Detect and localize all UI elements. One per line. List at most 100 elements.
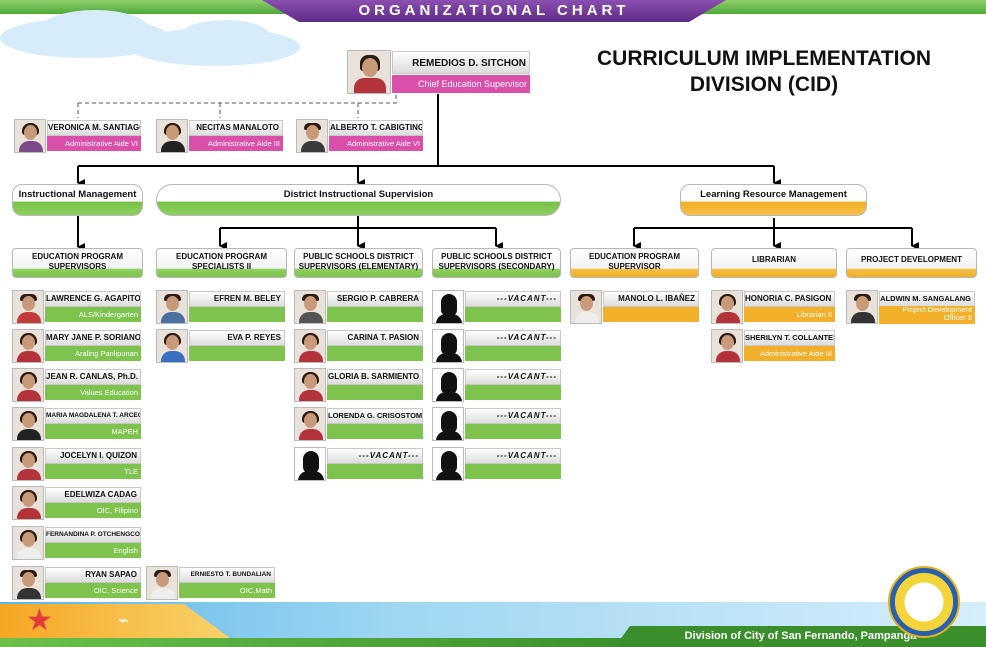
aide-card: ALBERTO T. CABIGTING Administrative Aide… xyxy=(296,119,423,153)
person-role xyxy=(327,464,423,479)
person-role xyxy=(327,346,423,361)
person-role xyxy=(465,385,561,400)
psds-elem-card: ---VACANT--- xyxy=(294,447,423,481)
person-name: MARY JANE P. SORIANO xyxy=(45,330,141,346)
person-role: Project Development Officer II xyxy=(879,306,975,324)
person-role: TLE xyxy=(45,464,141,479)
person-name: ALBERTO T. CABIGTING xyxy=(329,120,423,136)
person-name: ---VACANT--- xyxy=(465,330,561,346)
person-photo xyxy=(711,329,743,363)
person-name: ERNIESTO T. BUNDALIAN xyxy=(179,567,275,583)
person-name: LAWRENCE G. AGAPITO xyxy=(45,291,141,307)
person-role xyxy=(327,385,423,400)
eps-card: MARY JANE P. SORIANO Araling Panlipunan xyxy=(12,329,141,363)
vacant-silhouette xyxy=(294,447,326,481)
person-name: HONORIA C. PASIGON xyxy=(744,291,835,307)
librarian-card: HONORIA C. PASIGON Librarian II xyxy=(711,290,835,324)
person-role: OIC, Science xyxy=(45,583,141,598)
person-photo xyxy=(296,119,328,153)
vacant-silhouette xyxy=(432,329,464,363)
eps-card: FERNANDINA P. OTCHENGCO English xyxy=(12,526,141,560)
person-photo xyxy=(711,290,743,324)
division-seal-logo xyxy=(888,566,960,638)
person-role xyxy=(465,346,561,361)
person-role: Araling Panlipunan xyxy=(45,346,141,361)
psds-elem-card: SERGIO P. CABRERA xyxy=(294,290,423,324)
person-photo xyxy=(156,329,188,363)
subheader-eps: EDUCATION PROGRAM SUPERVISORS xyxy=(12,248,143,278)
person-role: Administrative Aide III xyxy=(189,136,283,151)
bottom-green-band xyxy=(0,638,640,647)
person-role xyxy=(327,424,423,439)
person-photo xyxy=(156,290,188,324)
person-photo xyxy=(570,290,602,324)
psds-sec-card: ---VACANT--- xyxy=(432,447,561,481)
subheader-psds-elementary: PUBLIC SCHOOLS DISTRICT SUPERVISORS (ELE… xyxy=(294,248,423,278)
person-role: MAPEH xyxy=(45,424,141,439)
person-role: ALS/Kindergarten xyxy=(45,307,141,322)
bottom-orange-band xyxy=(0,604,230,638)
person-role: English xyxy=(45,543,141,558)
title-line-2: DIVISION (CID) xyxy=(689,73,839,96)
person-name: RYAN SAPAO xyxy=(45,567,141,583)
person-photo xyxy=(14,119,46,153)
title-line-1: CURRICULUM IMPLEMENTATION xyxy=(596,47,932,70)
person-name: MANOLO L. IBAÑEZ xyxy=(603,291,699,307)
person-name: VERONICA M. SANTIAGO xyxy=(47,120,141,136)
person-role: Administrative Aide VI xyxy=(329,136,423,151)
person-role: OIC,Math xyxy=(179,583,275,598)
role-line-2: Officer II xyxy=(943,313,972,322)
vacant-silhouette xyxy=(432,290,464,324)
person-photo xyxy=(12,486,44,520)
person-name: EDELWIZA CADAG xyxy=(45,487,141,503)
person-name: JOCELYN I. QUIZON xyxy=(45,448,141,464)
psds-elem-card: CARINA T. PASION xyxy=(294,329,423,363)
subheader-eps-lr: EDUCATION PROGRAM SUPERVISOR xyxy=(570,248,699,278)
aide-card: NECITAS MANALOTO Administrative Aide III xyxy=(156,119,283,153)
eps-card: JOCELYN I. QUIZON TLE xyxy=(12,447,141,481)
chief-photo xyxy=(347,50,391,94)
eps-card: LAWRENCE G. AGAPITO ALS/Kindergarten xyxy=(12,290,141,324)
specialist-card: EFREN M. BELEY xyxy=(156,290,285,324)
person-photo xyxy=(156,119,188,153)
person-photo xyxy=(12,329,44,363)
eps-card-math: ERNIESTO T. BUNDALIAN OIC,Math xyxy=(146,566,275,600)
person-role xyxy=(465,424,561,439)
person-role xyxy=(327,307,423,322)
person-name: ---VACANT--- xyxy=(465,369,561,385)
person-role xyxy=(189,307,285,322)
person-name: GLORIA B. SARMIENTO xyxy=(327,369,423,385)
aide-card: VERONICA M. SANTIAGO Administrative Aide… xyxy=(14,119,141,153)
psds-sec-card: ---VACANT--- xyxy=(432,290,561,324)
person-photo xyxy=(294,368,326,402)
person-name: EFREN M. BELEY xyxy=(189,291,285,307)
chief-role: Chief Education Supervisor xyxy=(392,75,530,93)
person-name: MARIA MAGDALENA T. ARCEO xyxy=(45,408,141,424)
person-name: ---VACANT--- xyxy=(465,408,561,424)
psds-elem-card: LORENDA G. CRISOSTOMO xyxy=(294,407,423,441)
person-role xyxy=(189,346,285,361)
person-name: JEAN R. CANLAS, Ph.D. xyxy=(45,369,141,385)
section-district-supervision: District Instructional Supervision xyxy=(156,184,561,216)
person-name: ALDWIN M. SANGALANG xyxy=(879,291,975,307)
subheader-project: PROJECT DEVELOPMENT xyxy=(846,248,977,278)
division-title: CURRICULUM IMPLEMENTATION DIVISION (CID) xyxy=(576,46,952,98)
person-name: ---VACANT--- xyxy=(465,291,561,307)
person-photo xyxy=(146,566,178,600)
lr-eps-card: MANOLO L. IBAÑEZ xyxy=(570,290,699,324)
person-role: Administrative Aide III xyxy=(744,346,835,361)
person-photo xyxy=(12,290,44,324)
footer-division: Division of City of San Fernando, Pampan… xyxy=(615,626,986,647)
person-role xyxy=(465,464,561,479)
vacant-silhouette xyxy=(432,447,464,481)
section-instructional-management: Instructional Management xyxy=(12,184,143,216)
person-photo xyxy=(12,368,44,402)
eps-card: EDELWIZA CADAG OIC, Filipino xyxy=(12,486,141,520)
project-card: ALDWIN M. SANGALANG Project Development … xyxy=(846,290,975,324)
person-name: ---VACANT--- xyxy=(327,448,423,464)
person-name: ---VACANT--- xyxy=(465,448,561,464)
section-learning-resource: Learning Resource Management xyxy=(680,184,867,216)
eps-card: JEAN R. CANLAS, Ph.D. Values Education xyxy=(12,368,141,402)
psds-elem-card: GLORIA B. SARMIENTO xyxy=(294,368,423,402)
person-name: NECITAS MANALOTO xyxy=(189,120,283,136)
